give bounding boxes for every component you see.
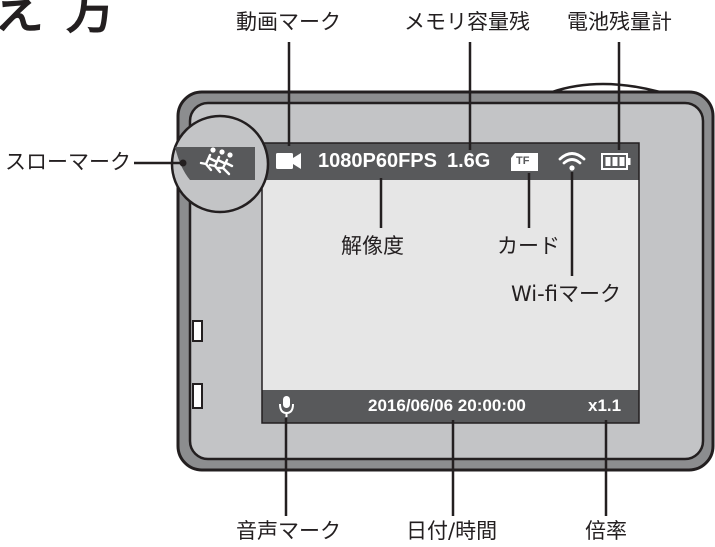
side-button-lower bbox=[192, 383, 203, 409]
label-video-mark: 動画マーク bbox=[236, 10, 341, 34]
video-camera-icon bbox=[276, 153, 301, 169]
label-slow-mark: スローマーク bbox=[5, 150, 131, 174]
page-heading: え 方 bbox=[0, 0, 118, 40]
leader-slow-mark-dot bbox=[179, 159, 187, 167]
label-wifi-mark: Wi-fiマーク bbox=[511, 282, 621, 306]
label-battery-meter: 電池残量計 bbox=[567, 10, 672, 34]
screen-border bbox=[261, 142, 640, 424]
datetime-readout: 2016/06/06 20:00:00 bbox=[368, 396, 526, 415]
side-button-upper bbox=[192, 320, 203, 342]
card-type-label: TF bbox=[516, 155, 530, 167]
resolution-readout: 1080P60FPS bbox=[318, 150, 437, 172]
memory-readout: 1.6G bbox=[447, 150, 491, 172]
leader-lines bbox=[134, 42, 621, 516]
sd-card-icon bbox=[511, 153, 538, 171]
label-memory-remaining: メモリ容量残 bbox=[404, 10, 530, 34]
slow-motion-icon bbox=[199, 147, 234, 176]
wifi-icon bbox=[558, 152, 586, 171]
label-resolution: 解像度 bbox=[341, 234, 404, 258]
zoom-readout: x1.1 bbox=[588, 396, 622, 415]
label-date-time: 日付/時間 bbox=[406, 519, 498, 543]
label-magnification: 倍率 bbox=[585, 519, 627, 543]
camera-top-bump bbox=[551, 82, 661, 94]
battery-icon bbox=[601, 153, 631, 170]
display-screen bbox=[262, 143, 639, 423]
microphone-icon bbox=[279, 396, 294, 417]
label-card: カード bbox=[497, 234, 560, 258]
screen-bottom-bar bbox=[262, 390, 639, 423]
label-audio-mark: 音声マーク bbox=[236, 519, 341, 543]
